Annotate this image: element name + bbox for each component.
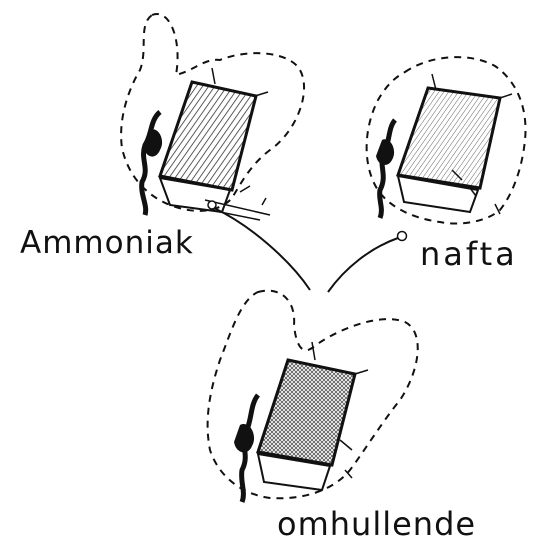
ammoniak-hatched-area bbox=[160, 82, 256, 190]
omhullende-coast-blob bbox=[234, 424, 254, 452]
label-ammoniak: Ammoniak bbox=[20, 228, 194, 259]
nafta-shore-outline bbox=[380, 120, 395, 218]
ammoniak-coast-blob bbox=[144, 129, 162, 156]
omhullende-hatched-area bbox=[258, 360, 355, 465]
nafta-to-omhullende-curve bbox=[328, 238, 398, 292]
ammoniak-to-omhullende-curve bbox=[214, 208, 310, 290]
nafta-hatched-area bbox=[398, 88, 500, 188]
nafta-site-diagram bbox=[367, 57, 526, 240]
nafta-coast-blob bbox=[376, 139, 394, 165]
label-nafta: nafta bbox=[420, 238, 518, 270]
nafta-connection-node bbox=[398, 232, 407, 241]
label-omhullende: omhullende bbox=[277, 508, 476, 540]
ammoniak-shore-outline bbox=[142, 112, 160, 215]
ammoniak-site-diagram bbox=[121, 14, 304, 220]
omhullende-site-diagram bbox=[208, 291, 418, 502]
